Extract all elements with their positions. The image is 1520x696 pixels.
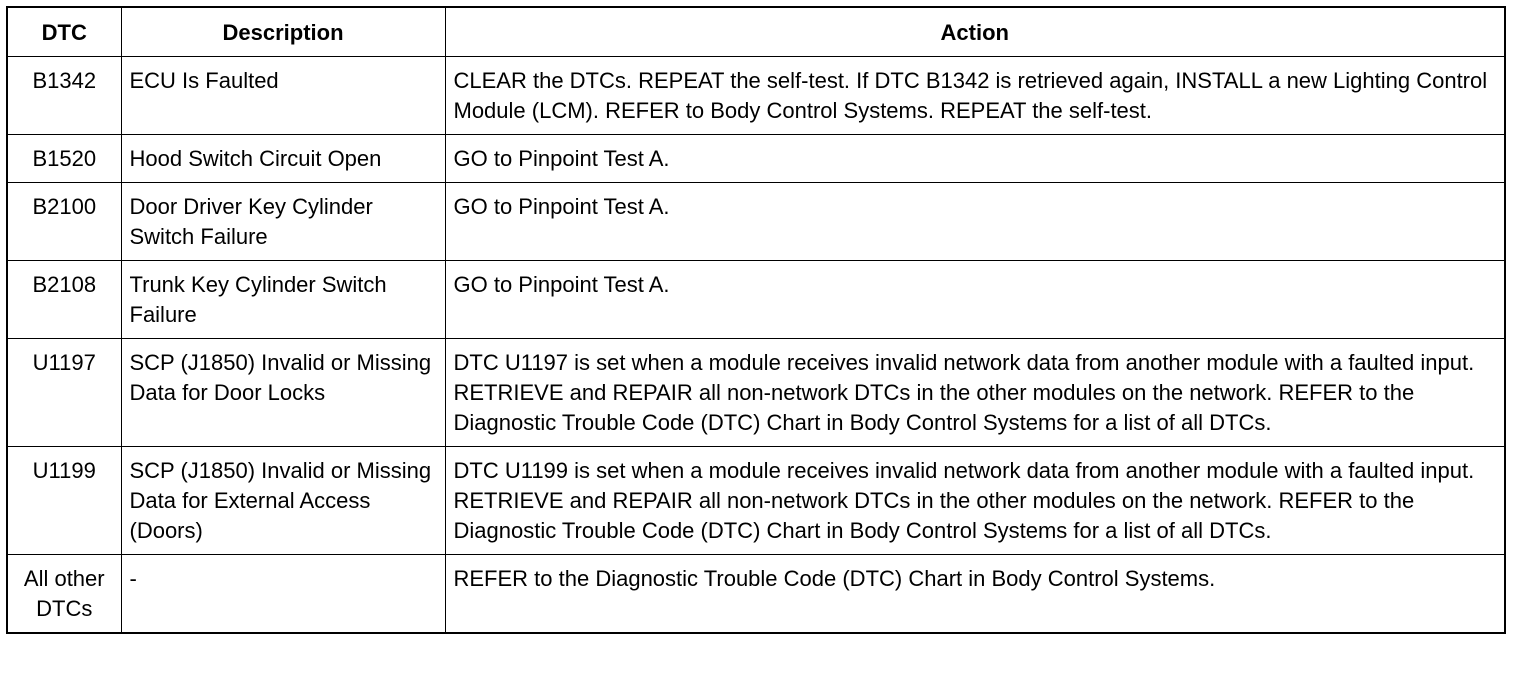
- cell-action: CLEAR the DTCs. REPEAT the self-test. If…: [444, 56, 1506, 135]
- cell-action: GO to Pinpoint Test A.: [444, 260, 1506, 339]
- cell-action: DTC U1197 is set when a module receives …: [444, 338, 1506, 447]
- cell-dtc: U1199: [6, 446, 122, 555]
- cell-description: Trunk Key Cylinder Switch Failure: [120, 260, 446, 339]
- cell-action: GO to Pinpoint Test A.: [444, 134, 1506, 183]
- cell-dtc: All other DTCs: [6, 554, 122, 634]
- cell-action: GO to Pinpoint Test A.: [444, 182, 1506, 261]
- header-description: Description: [120, 6, 446, 57]
- cell-dtc: B2108: [6, 260, 122, 339]
- cell-description: ECU Is Faulted: [120, 56, 446, 135]
- table-body: B1342 ECU Is Faulted CLEAR the DTCs. REP…: [6, 56, 1506, 634]
- table-row: B1342 ECU Is Faulted CLEAR the DTCs. REP…: [6, 56, 1506, 135]
- table-row: B2100 Door Driver Key Cylinder Switch Fa…: [6, 182, 1506, 261]
- cell-description: Hood Switch Circuit Open: [120, 134, 446, 183]
- cell-description: Door Driver Key Cylinder Switch Failure: [120, 182, 446, 261]
- cell-description: SCP (J1850) Invalid or Missing Data for …: [120, 338, 446, 447]
- header-action: Action: [444, 6, 1506, 57]
- header-dtc: DTC: [6, 6, 122, 57]
- table-header: DTC Description Action: [6, 6, 1506, 57]
- dtc-table: DTC Description Action B1342 ECU Is Faul…: [6, 6, 1506, 634]
- cell-action: REFER to the Diagnostic Trouble Code (DT…: [444, 554, 1506, 634]
- cell-description: SCP (J1850) Invalid or Missing Data for …: [120, 446, 446, 555]
- header-row: DTC Description Action: [6, 6, 1506, 57]
- cell-dtc: B2100: [6, 182, 122, 261]
- cell-dtc: B1520: [6, 134, 122, 183]
- table-row: U1197 SCP (J1850) Invalid or Missing Dat…: [6, 338, 1506, 447]
- table-row: B2108 Trunk Key Cylinder Switch Failure …: [6, 260, 1506, 339]
- cell-action: DTC U1199 is set when a module receives …: [444, 446, 1506, 555]
- cell-description: -: [120, 554, 446, 634]
- table-row: All other DTCs - REFER to the Diagnostic…: [6, 554, 1506, 634]
- cell-dtc: B1342: [6, 56, 122, 135]
- cell-dtc: U1197: [6, 338, 122, 447]
- table-row: B1520 Hood Switch Circuit Open GO to Pin…: [6, 134, 1506, 183]
- table-row: U1199 SCP (J1850) Invalid or Missing Dat…: [6, 446, 1506, 555]
